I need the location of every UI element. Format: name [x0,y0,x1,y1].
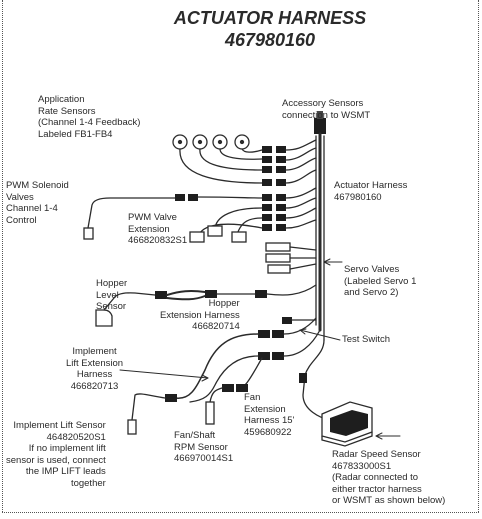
pwm-extension-connectors [262,194,286,231]
frame-left-border [2,0,3,512]
hopper-extension-harness [155,284,317,301]
radar-speed-sensor-label: Radar Speed Sensor 467833000S1 (Radar co… [332,449,446,506]
diagram-part-number: 467980160 [224,30,316,50]
rate-sensor-branch-leads [285,139,317,184]
main-harness-trunk [314,111,326,341]
hopper-level-sensor-label: Hopper Level Sensor [96,278,128,312]
hopper-level-sensor-icon [95,292,156,327]
fan-shaft-rpm-sensor-label: Fan/Shaft RPM Sensor 466970014S1 [174,430,234,464]
pwm-branch-leads [285,187,317,229]
pwm-solenoid-valve-icon [83,197,176,240]
test-switch-label: Test Switch [342,334,391,345]
servo-valve-connectors [265,242,317,274]
pwm-valve-extension-label: PWM Valve Extension 466820832S1 [128,212,188,246]
application-rate-sensors-label: Application Rate Sensors (Channel 1-4 Fe… [38,94,141,140]
pwm-solenoid-connector [175,194,198,201]
implement-lift-sensor-label: Implement Lift Sensor 464820520S1 If no … [6,420,106,489]
rate-sensor-leads [179,148,263,184]
pwm-extension-plugs [189,225,247,243]
radar-lead [299,339,331,421]
frame-right-border [478,0,479,512]
accessory-sensors-label: Accessory Sensors connection to WSMT [282,98,371,121]
implement-lift-extension-harness [127,333,259,435]
actuator-harness-label: Actuator Harness 467980160 [334,180,408,203]
frame-bottom-border [2,512,479,513]
diagram-title: ACTUATOR HARNESS [173,8,367,28]
radar-speed-sensor-icon [321,401,373,447]
servo-valves-label: Servo Valves (Labeled Servo 1 and Servo … [344,264,417,298]
fan-extension-harness-label: Fan Extension Harness 15' 459680922 [244,392,295,438]
rate-sensor-connectors [262,146,286,186]
application-rate-sensor-icon [172,134,250,150]
pwm-solenoid-valves-label: PWM Solenoid Valves Channel 1-4 Control [6,180,69,226]
implement-lift-extension-label: Implement Lift Extension Harness 4668207… [66,346,124,392]
fan-extension-harness [205,357,263,425]
test-switch-harness [258,317,321,360]
pointer-arrows [119,258,401,440]
hopper-extension-harness-label: Hopper Extension Harness 466820714 [160,298,240,332]
